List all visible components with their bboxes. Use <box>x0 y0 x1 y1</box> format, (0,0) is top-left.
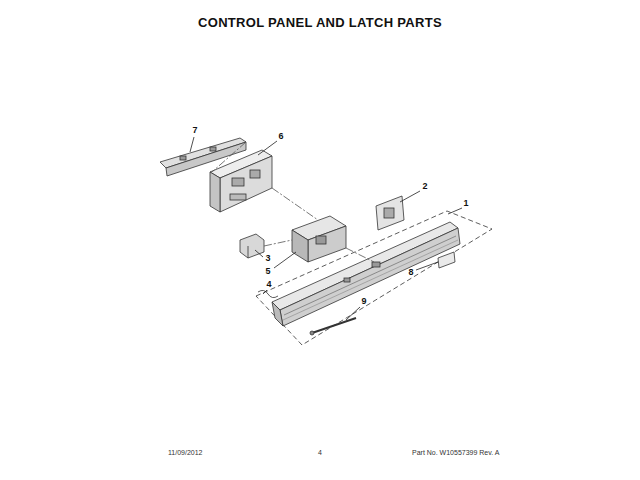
part-number: Part No. W10557399 Rev. A <box>412 449 499 456</box>
callout-number: 4 <box>266 280 271 289</box>
leader-line <box>448 208 462 214</box>
label-plate <box>438 252 455 268</box>
callout-number: 1 <box>463 199 468 208</box>
page-number: 4 <box>318 449 322 456</box>
control-board <box>210 150 272 212</box>
leader-line <box>190 137 194 152</box>
spring-part <box>258 290 278 297</box>
assembly-line <box>212 142 246 172</box>
leader-line <box>255 250 263 257</box>
callout-number: 7 <box>192 126 197 135</box>
assembly-line <box>346 248 374 262</box>
callout-number: 5 <box>265 267 270 276</box>
callout-number: 9 <box>361 297 366 306</box>
leader-line <box>416 262 438 270</box>
leader-line <box>274 252 296 268</box>
small-clip <box>240 234 264 258</box>
leader-line <box>346 307 360 320</box>
callout-number: 3 <box>265 254 270 263</box>
callout-number: 2 <box>422 182 427 191</box>
housing-part <box>292 216 346 262</box>
diagram-title: CONTROL PANEL AND LATCH PARTS <box>198 16 442 29</box>
leader-line <box>258 141 277 155</box>
leader-line <box>263 290 267 294</box>
assembly-line <box>272 188 318 220</box>
assembly-line <box>264 240 292 246</box>
footer-date: 11/09/2012 <box>168 449 203 456</box>
bracket-plate <box>376 196 404 230</box>
callout-number: 8 <box>408 268 413 277</box>
callout-number: 6 <box>278 132 283 141</box>
assembly-outline <box>256 211 492 345</box>
rod-part <box>310 318 356 335</box>
console-bar <box>272 222 460 326</box>
leader-line <box>400 191 420 202</box>
